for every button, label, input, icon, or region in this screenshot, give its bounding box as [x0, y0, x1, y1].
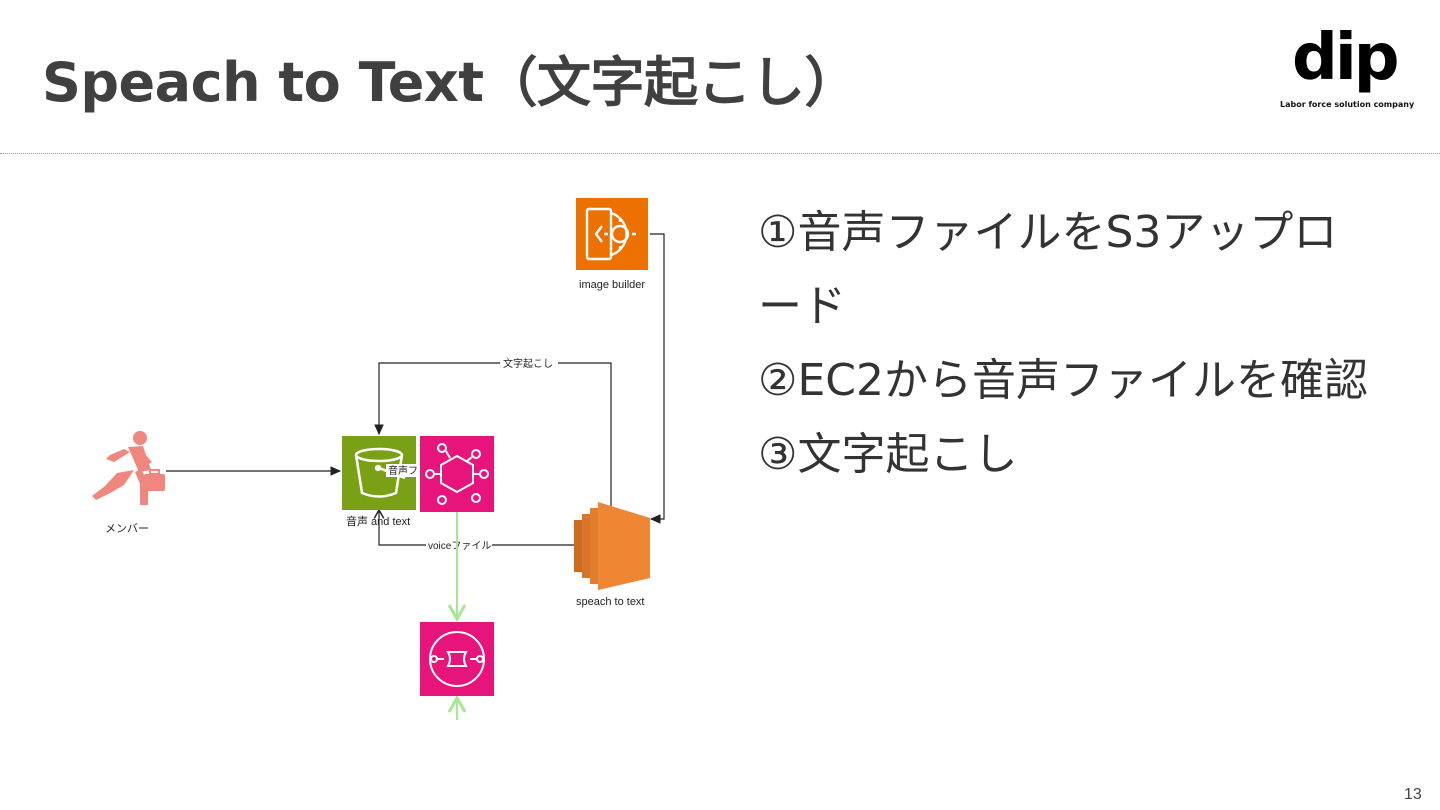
edge-audio-label-bg: [386, 464, 420, 477]
edge-transcribe-label-bg: [500, 355, 558, 371]
edge-voice-label: voiceファイル: [428, 541, 491, 552]
step-2: ②EC2から音声ファイルを確認: [758, 355, 1368, 406]
image-builder-icon: [585, 207, 636, 261]
ec2-instance-icon: [574, 502, 650, 590]
member-person-icon: [92, 431, 165, 505]
sqs-box: [420, 622, 494, 696]
step-3: ③文字起こし: [758, 429, 1018, 480]
header-divider: [0, 153, 1440, 154]
slide-title: Speach to Text（文字起こし）: [42, 51, 859, 114]
logo-tagline: Labor force solution company: [1280, 100, 1415, 109]
logo-wordmark: dip: [1292, 21, 1400, 95]
edge-transcribe-label: 文字起こし: [503, 357, 553, 370]
s3-bucket-label: 音声 and text: [346, 514, 410, 528]
image-builder-label: image builder: [579, 279, 645, 291]
edge-transcribe: [374, 362, 612, 520]
member-label: メンバー: [105, 522, 149, 535]
dip-logo: dip Labor force solution company: [1278, 26, 1414, 112]
edge-imagebuilder-to-ec2: [649, 233, 665, 524]
step-1: ①音声ファイルをS3アップロード: [758, 207, 1338, 332]
eventbridge-box: [420, 436, 494, 512]
page-number: 13: [1404, 786, 1422, 803]
ec2-label: speach to text: [576, 596, 645, 608]
eventbridge-icon: [425, 443, 489, 505]
edge-voice-label-bg: [426, 538, 492, 553]
step-list: ①音声ファイルをS3アップロード ②EC2から音声ファイルを確認 ③文字起こし: [758, 196, 1368, 492]
sqs-queue-icon: [429, 631, 485, 687]
edge-voice-file: [373, 508, 574, 546]
edge-audio-label: 音声フ: [388, 464, 418, 477]
